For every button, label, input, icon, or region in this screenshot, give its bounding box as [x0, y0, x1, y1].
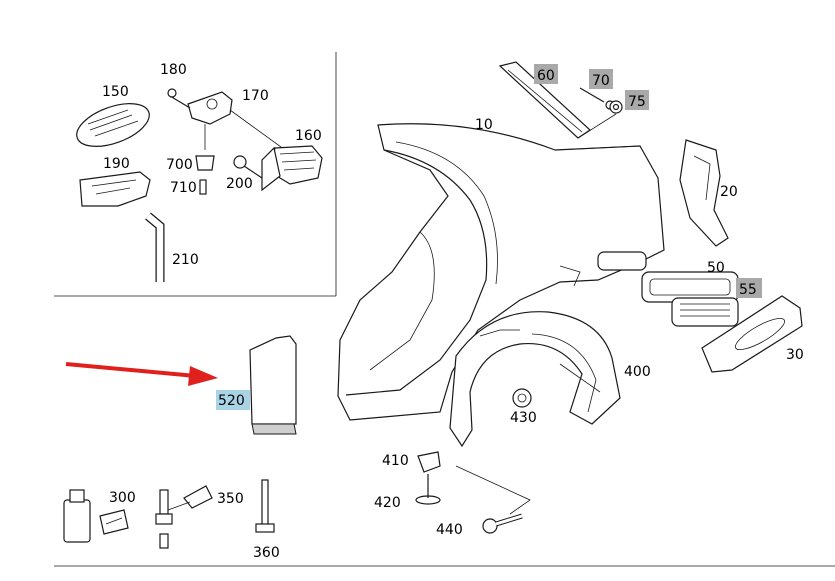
label-520: 520	[218, 393, 245, 409]
label-360: 360	[253, 545, 280, 561]
label-55: 55	[739, 282, 757, 298]
label-440: 440	[436, 522, 463, 538]
part-400-wheel-liner	[449, 311, 621, 448]
label-200: 200	[226, 176, 253, 192]
diagram-frame	[54, 52, 835, 567]
label-710: 710	[170, 180, 197, 196]
part-710-pin	[199, 179, 207, 195]
part-430-clip	[512, 388, 532, 408]
part-75-washer	[577, 100, 623, 139]
label-420: 420	[374, 495, 401, 511]
label-180: 180	[160, 62, 187, 78]
label-700: 700	[166, 157, 193, 173]
label-70: 70	[592, 73, 610, 89]
label-50: 50	[707, 260, 725, 276]
badge-520	[216, 390, 250, 410]
label-30: 30	[786, 347, 804, 363]
label-410: 410	[382, 453, 409, 469]
label-350: 350	[217, 491, 244, 507]
badge-70	[589, 69, 613, 89]
part-180-screw	[167, 88, 177, 98]
part-440-bolt	[482, 513, 523, 534]
label-75: 75	[628, 94, 646, 110]
part-10-side-panel	[337, 123, 665, 421]
part-170-actuator	[169, 91, 293, 156]
label-20: 20	[720, 184, 738, 200]
part-520-pad	[249, 335, 297, 435]
part-70-bolt	[579, 87, 615, 110]
part-210-hose	[145, 212, 165, 282]
label-170: 170	[242, 88, 269, 104]
label-150: 150	[102, 84, 129, 100]
part-150-cover	[76, 103, 150, 147]
badge-60	[534, 64, 558, 84]
part-700-plug	[195, 155, 215, 171]
part-160-flap	[261, 145, 323, 192]
badge-75	[625, 90, 649, 110]
part-30-panel	[701, 295, 803, 373]
part-number-labels: 10 20 30 50 55 60 70 75 150 160 170 180 …	[102, 62, 804, 561]
leader-lines-400	[455, 465, 531, 515]
part-20-bracket	[679, 139, 729, 247]
label-300: 300	[109, 490, 136, 506]
label-160: 160	[295, 128, 322, 144]
label-210: 210	[172, 252, 199, 268]
part-190-bracket	[79, 171, 151, 207]
part-300-bottle	[63, 489, 129, 543]
part-410-clip	[417, 451, 441, 473]
label-190: 190	[103, 156, 130, 172]
red-pointer-arrow	[65, 362, 218, 386]
part-360-rivet	[255, 479, 275, 533]
label-430: 430	[510, 410, 537, 426]
part-420-screw	[415, 474, 441, 505]
label-400: 400	[624, 364, 651, 380]
part-55-lens	[671, 297, 739, 327]
label-60: 60	[537, 68, 555, 84]
label-10: 10	[475, 117, 493, 133]
part-200-bolt	[233, 155, 263, 179]
part-350-fastener	[155, 485, 213, 549]
badge-55	[736, 278, 762, 298]
